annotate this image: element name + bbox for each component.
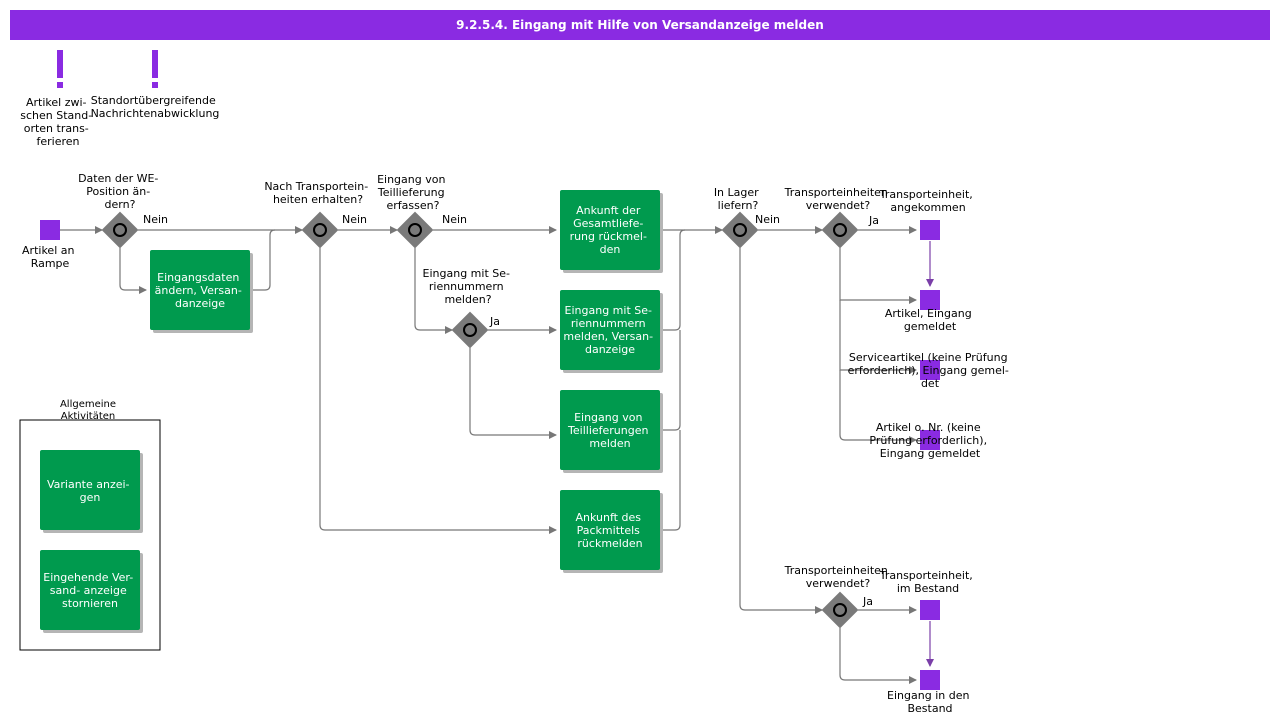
end-event <box>920 220 940 240</box>
flow-label-yes: Ja <box>862 595 873 608</box>
gateway-label: Transporteinheiten verwendet? <box>784 186 892 212</box>
task-box: Eingang mit Se- riennummern melden, Vers… <box>560 290 663 373</box>
gateway <box>101 211 139 249</box>
end-event <box>920 670 940 690</box>
end-event <box>920 430 940 450</box>
gateway-label: Eingang mit Se- riennummern melden? <box>423 267 514 306</box>
flow-label-no: Nein <box>342 213 367 226</box>
flow-label-yes: Ja <box>868 214 879 227</box>
gateway <box>451 311 489 349</box>
gateway-label: Transporteinheiten verwendet? <box>784 564 892 590</box>
task-box: Eingang von Teillieferungen melden <box>560 390 663 473</box>
end-event <box>920 600 940 620</box>
svg-text:Eingang von Teillieferun: Eingang von Teillieferungen melden <box>567 411 652 450</box>
gateway-label: Daten der WE- Position än- dern? <box>78 172 162 211</box>
sequence-flows <box>60 226 934 684</box>
gateway <box>821 591 859 629</box>
note-exclamation-icon <box>152 50 158 88</box>
general-activities-label: Allgemeine <box>60 399 116 410</box>
end-event-label: Artikel o. Nr. (keine Prüfung erforderli… <box>869 421 990 460</box>
gateway <box>396 211 434 249</box>
task-box: Eingehende Ver- sand- anzeige stornieren <box>40 550 143 633</box>
gateway <box>721 211 759 249</box>
end-event-label: Artikel, Eingang gemeldet <box>885 307 975 333</box>
task-box: Eingangsdaten ändern, Versan- danzeige <box>150 250 253 333</box>
task-box: Variante anzei- gen <box>40 450 143 533</box>
svg-text:Eingangsdaten ändern, Ve: Eingangsdaten ändern, Versan- danzeige <box>155 271 246 310</box>
start-event-label: Artikel an Rampe <box>22 244 78 270</box>
gateway <box>821 211 859 249</box>
note-label: Standortübergreifende Nachrichtenabwickl… <box>91 94 220 120</box>
svg-text:Ankunft der Gesamtliefe-: Ankunft der Gesamtliefe- rung rückmel- d… <box>570 204 651 256</box>
end-event-label: Transporteinheit, angekommen <box>879 188 977 214</box>
diagram-title: 9.2.5.4. Eingang mit Hilfe von Versandan… <box>10 10 1270 40</box>
general-activities-label-line2: Aktivitäten <box>61 411 116 422</box>
note-label: Artikel zwi- schen Stand- orten trans- f… <box>20 96 95 148</box>
end-event-label: Eingang in den Bestand <box>887 689 973 715</box>
svg-text:Eingehende Ver- sand- an: Eingehende Ver- sand- anzeige stornieren <box>43 571 136 610</box>
start-event <box>40 220 60 240</box>
svg-text:Eingang mit Se- riennumm: Eingang mit Se- riennummern melden, Vers… <box>563 304 656 356</box>
gateway <box>301 211 339 249</box>
gateway-label: In Lager liefern? <box>714 186 762 212</box>
end-event <box>920 290 940 310</box>
flow-label-yes: Ja <box>489 315 500 328</box>
flow-label-no: Nein <box>143 213 168 226</box>
svg-text:Variante anzei- gen: Variante anzei- gen <box>47 478 133 504</box>
note-exclamation-icon <box>57 50 63 88</box>
gateway-label: Nach Transportein- heiten erhalten? <box>264 180 371 206</box>
end-event <box>920 360 940 380</box>
svg-text:Ankunft des Packmittels: Ankunft des Packmittels rückmelden <box>576 511 645 550</box>
task-box: Ankunft der Gesamtliefe- rung rückmel- d… <box>560 190 663 273</box>
end-event-label: Serviceartikel (keine Prüfung erforderli… <box>848 351 1013 390</box>
gateway-label: Eingang von Teillieferung erfassen? <box>377 173 449 212</box>
task-box: Ankunft des Packmittels rückmelden <box>560 490 663 573</box>
flow-label-no: Nein <box>442 213 467 226</box>
end-event-label: Transporteinheit, im Bestand <box>879 569 977 595</box>
flow-label-no: Nein <box>755 213 780 226</box>
